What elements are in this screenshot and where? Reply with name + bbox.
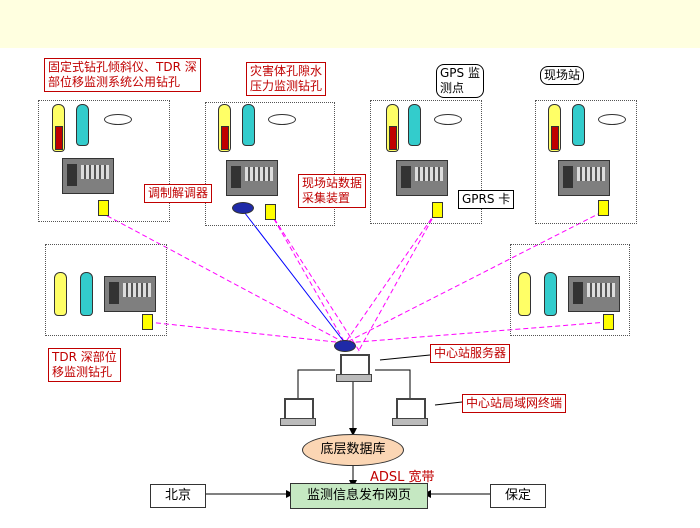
- label-site: 现场站: [540, 66, 585, 85]
- link-station3: [344, 211, 437, 344]
- data-logger-icon: [558, 160, 610, 196]
- server-computer-icon: [336, 354, 372, 382]
- terminal-computer-icon: [280, 398, 316, 426]
- label-modem: 调制解调器: [144, 184, 213, 203]
- data-logger-icon: [62, 158, 114, 194]
- inclinometer-core: [389, 126, 397, 150]
- inclinometer-core: [551, 126, 559, 150]
- label-data-logger: 现场站数据 采集装置: [298, 174, 367, 208]
- label-lan-terminal: 中心站局域网终端: [462, 394, 567, 413]
- link-station1: [99, 211, 346, 344]
- label-tdr-deep: TDR 深部位 移监测钻孔: [48, 348, 121, 382]
- data-logger-icon: [104, 276, 156, 312]
- data-logger-icon: [568, 276, 620, 312]
- beijing-node: 北京: [150, 484, 206, 508]
- server-modem-icon: [334, 340, 356, 352]
- tdr-sensor: [76, 104, 89, 146]
- gprs-card-icon: [265, 204, 276, 220]
- station-1: [38, 100, 170, 222]
- label-pore-water: 灾害体孔隙水 压力监测钻孔: [246, 62, 327, 96]
- modem-icon: [232, 202, 254, 214]
- tdr-sensor: [80, 272, 93, 316]
- data-logger-icon: [396, 160, 448, 196]
- modem-link: [240, 207, 346, 344]
- link-station5: [147, 321, 346, 344]
- station-6: [510, 244, 630, 336]
- gps-antenna-icon: [268, 114, 296, 125]
- gprs-card-icon: [98, 200, 109, 216]
- tdr-sensor: [242, 104, 255, 146]
- inclinometer-core: [221, 126, 229, 150]
- tdr-sensor: [544, 272, 557, 316]
- label-gprs: GPRS 卡: [458, 190, 515, 209]
- data-logger-icon: [226, 160, 278, 196]
- link-station2: [269, 211, 346, 344]
- station-3: [370, 100, 482, 224]
- adsl-label: ADSL 宽带: [370, 470, 435, 485]
- label-gps: GPS 监 测点: [436, 64, 484, 98]
- gprs-card-icon: [603, 314, 614, 330]
- gps-antenna-icon: [104, 114, 132, 125]
- baoding-node: 保定: [490, 484, 546, 508]
- label-center-server: 中心站服务器: [430, 344, 511, 363]
- label-inclinometer-tdr: 固定式钻孔倾斜仪、TDR 深 部位移监测系统公用钻孔: [44, 58, 201, 92]
- tdr-sensor: [408, 104, 421, 146]
- tdr-sensor: [572, 104, 585, 146]
- web-page-node: 监测信息发布网页: [290, 483, 428, 509]
- station-4: [535, 100, 637, 224]
- gps-antenna-icon: [598, 114, 626, 125]
- terminal-computer-icon: [392, 398, 428, 426]
- inclinometer-sensor: [54, 272, 67, 316]
- inclinometer-sensor: [518, 272, 531, 316]
- gprs-card-icon: [432, 202, 443, 218]
- gprs-card-icon: [598, 200, 609, 216]
- title-band: [0, 0, 700, 48]
- gprs-card-icon: [142, 314, 153, 330]
- database-node: 底层数据库: [302, 434, 404, 466]
- gps-antenna-icon: [434, 114, 462, 125]
- link-station4: [344, 211, 603, 344]
- inclinometer-core: [55, 126, 63, 150]
- station-2: [205, 102, 335, 226]
- link-station6: [344, 321, 609, 344]
- station-5: [45, 244, 167, 336]
